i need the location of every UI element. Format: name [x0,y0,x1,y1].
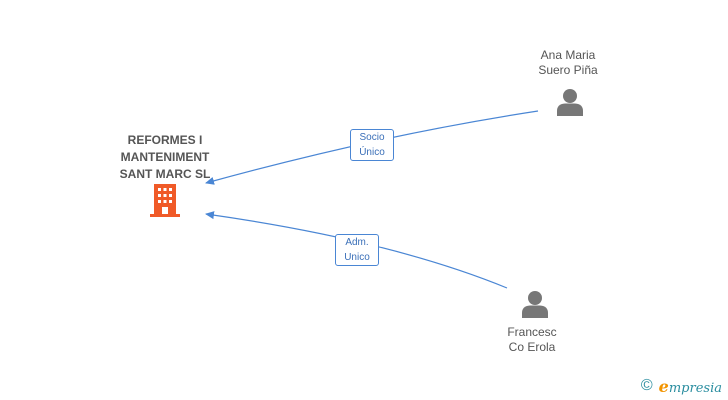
company-name-line-1: REFORMES I [127,133,203,147]
edge-label-line-1: Socio [359,132,385,143]
person-icon-ana-maria[interactable] [557,89,583,116]
footer-brand[interactable]: © empresia [641,376,722,396]
company-name[interactable]: REFORMES I MANTENIMENT SANT MARC SL [95,132,235,183]
brand-logo-initial: e [658,376,669,396]
company-name-line-3: SANT MARC SL [119,167,211,181]
person-name-line-2: Suero Piña [538,63,598,77]
person-name-line-1: Ana Maria [540,48,596,62]
edge-label-socio-unico: Socio Único [350,129,394,161]
company-name-line-2: MANTENIMENT [120,150,210,164]
building-icon[interactable] [150,184,180,217]
person-name-line-2: Co Erola [508,340,556,354]
brand-logo-rest: mpresia [668,380,722,396]
person-name-francesc[interactable]: Francesc Co Erola [472,325,592,355]
edge-label-line-2: Unico [344,252,370,263]
person-icon-francesc[interactable] [522,291,548,318]
person-name-ana-maria[interactable]: Ana Maria Suero Piña [508,48,628,78]
copyright-icon: © [640,377,653,394]
edge-label-adm-unico: Adm. Unico [335,234,379,266]
person-name-line-1: Francesc [507,325,557,339]
edge-label-line-2: Único [359,147,385,158]
edge-label-line-1: Adm. [345,237,369,248]
brand-logo: empresia [659,377,722,396]
